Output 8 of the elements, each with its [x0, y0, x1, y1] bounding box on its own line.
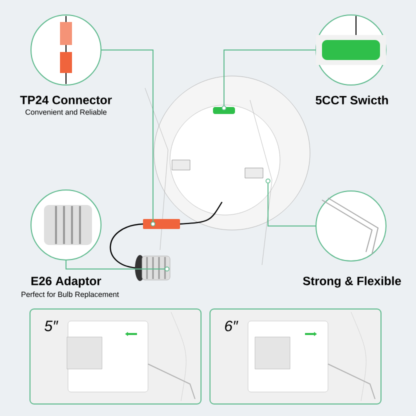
leader-line: [268, 182, 316, 226]
feature-title: Strong & Flexible: [303, 276, 401, 288]
feature-title: 5CCT Swicth: [316, 96, 388, 104]
feature-title: TP24 Connector: [20, 96, 112, 104]
leader-line: [101, 50, 154, 222]
leader-line: [66, 260, 166, 270]
feature-title: E26 Adaptor: [31, 276, 102, 288]
leader-line: [224, 50, 316, 106]
